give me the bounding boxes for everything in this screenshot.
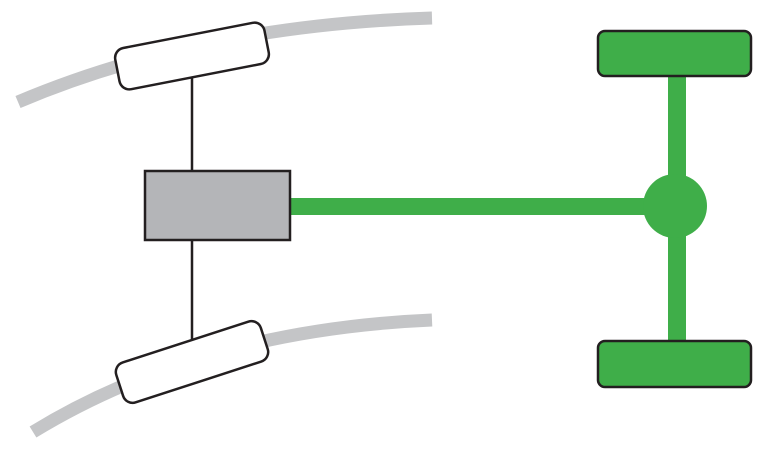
drive-shaft (288, 198, 648, 215)
rear-left-wheel (596, 29, 753, 78)
rear-right-wheel (596, 339, 753, 389)
engine-block (143, 169, 292, 242)
differential (643, 174, 707, 238)
front-right-wheel (114, 319, 270, 405)
front-left-wheel (113, 21, 271, 91)
